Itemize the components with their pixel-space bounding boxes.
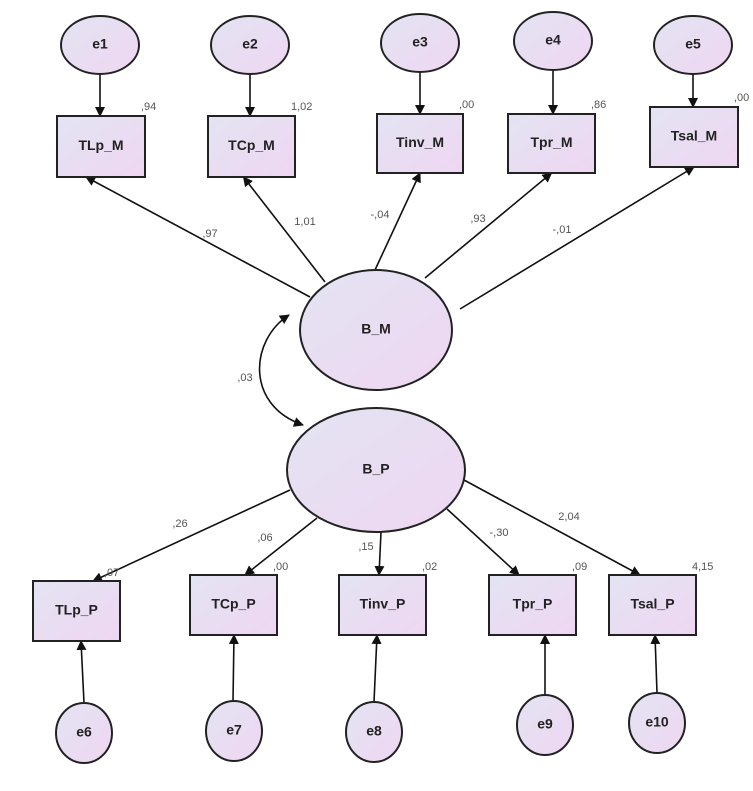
latent-label-B_M: B_M: [361, 321, 391, 337]
loading-path-Tinv_M: [374, 172, 421, 271]
error-node-e3[interactable]: [380, 13, 460, 73]
indicator-label-Tpr_P: Tpr_P: [513, 596, 553, 612]
error-label-e5: e5: [685, 36, 701, 52]
error-label-e8: e8: [366, 723, 382, 739]
variance-label-TCp_M: 1,02: [291, 101, 312, 113]
loading-label-TCp_M: 1,01: [294, 216, 315, 228]
loading-label-Tinv_P: ,15: [358, 541, 373, 553]
indicator-node-TCp_P[interactable]: [189, 574, 278, 636]
error-node-e2[interactable]: [210, 15, 290, 75]
variance-label-TCp_P: ,00: [273, 561, 288, 573]
error-node-e1[interactable]: [60, 15, 140, 75]
error-label-e10: e10: [645, 714, 669, 730]
variance-label-Tinv_M: ,00: [459, 99, 474, 111]
error-node-e6[interactable]: [55, 702, 113, 764]
indicator-label-Tsal_M: Tsal_M: [671, 128, 717, 144]
covariance-path: [258, 314, 304, 427]
loading-label-TLp_M: ,97: [202, 228, 217, 240]
error-node-e10[interactable]: [628, 692, 686, 754]
indicator-node-Tinv_P[interactable]: [338, 574, 427, 636]
loading-label-TCp_P: ,06: [257, 532, 272, 544]
loading-path-Tsal_P: [463, 479, 641, 576]
error-label-e6: e6: [76, 724, 92, 740]
loading-path-TLp_P: [92, 489, 291, 582]
indicator-label-Tinv_M: Tinv_M: [396, 134, 444, 150]
latent-node-B_P[interactable]: [286, 407, 466, 533]
latent-node-B_M[interactable]: [299, 269, 453, 391]
indicator-node-TLp_M[interactable]: [56, 115, 146, 178]
variance-label-Tsal_P: 4,15: [692, 561, 713, 573]
variance-label-Tinv_P: ,02: [422, 561, 437, 573]
covariance-label: ,03: [237, 372, 252, 384]
error-label-e7: e7: [226, 722, 242, 738]
indicator-label-TLp_M: TLp_M: [78, 137, 123, 153]
error-path-e10: [650, 634, 661, 694]
error-path-e8: [371, 634, 382, 703]
loading-label-Tpr_M: ,93: [470, 213, 485, 225]
loading-label-Tinv_M: -,04: [371, 209, 390, 221]
indicator-label-TLp_P: TLp_P: [55, 602, 98, 618]
error-label-e9: e9: [537, 716, 553, 732]
error-path-e6: [76, 640, 87, 704]
loading-path-TCp_P: [244, 517, 318, 576]
indicator-node-TLp_P[interactable]: [32, 580, 121, 642]
variance-label-Tsal_M: ,00: [734, 92, 749, 104]
indicator-label-Tsal_P: Tsal_P: [630, 596, 674, 612]
loading-path-Tpr_P: [446, 508, 520, 576]
indicator-node-TCp_M[interactable]: [207, 115, 296, 178]
error-node-e7[interactable]: [205, 700, 263, 762]
error-node-e5[interactable]: [653, 15, 733, 75]
indicator-label-Tpr_M: Tpr_M: [531, 134, 573, 150]
error-label-e2: e2: [242, 36, 258, 52]
indicator-node-Tpr_P[interactable]: [488, 574, 577, 636]
indicator-label-TCp_P: TCp_P: [211, 596, 255, 612]
latent-label-B_P: B_P: [362, 461, 389, 477]
error-node-e9[interactable]: [516, 694, 574, 756]
loading-path-Tsal_M: [459, 166, 695, 310]
loading-label-Tsal_P: 2,04: [558, 511, 579, 523]
loading-path-Tinv_P: [374, 531, 385, 576]
variance-label-TLp_M: ,94: [141, 101, 156, 113]
variance-label-Tpr_M: ,86: [591, 99, 606, 111]
error-label-e4: e4: [545, 32, 561, 48]
indicator-label-Tinv_P: Tinv_P: [360, 596, 406, 612]
error-path-e7: [228, 634, 239, 702]
indicator-label-TCp_M: TCp_M: [228, 137, 275, 153]
variance-label-Tpr_P: ,09: [572, 561, 587, 573]
error-node-e8[interactable]: [345, 701, 403, 763]
error-label-e3: e3: [412, 34, 428, 50]
loading-label-Tsal_M: -,01: [553, 224, 572, 236]
loading-path-TLp_M: [85, 176, 311, 298]
indicator-node-Tsal_M[interactable]: [649, 106, 739, 168]
loading-label-TLp_P: ,26: [172, 518, 187, 530]
indicator-node-Tinv_M[interactable]: [376, 113, 464, 174]
loading-path-TCp_M: [242, 176, 326, 283]
indicator-node-Tsal_P[interactable]: [608, 574, 697, 636]
variance-label-TLp_P: ,07: [104, 567, 119, 579]
error-node-e4[interactable]: [513, 11, 593, 71]
loading-path-Tpr_M: [424, 172, 553, 279]
loading-label-Tpr_P: -,30: [490, 527, 509, 539]
error-label-e1: e1: [92, 36, 108, 52]
indicator-node-Tpr_M[interactable]: [507, 113, 596, 174]
